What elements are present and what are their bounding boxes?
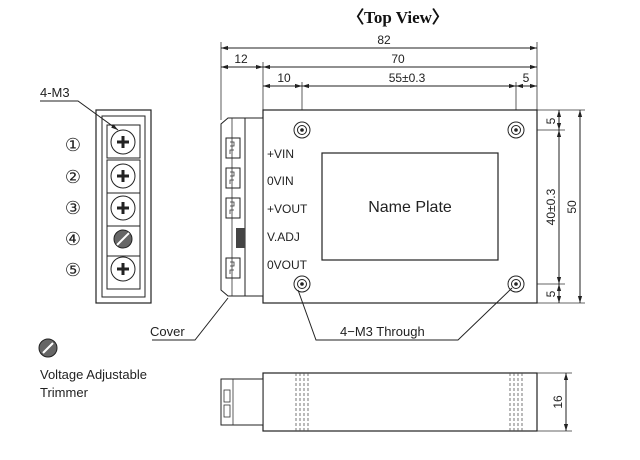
side-view: 16 (220, 372, 572, 432)
pin-label-vin-plus: +VIN (267, 147, 294, 161)
trimmer-legend: Voltage Adjustable Trimmer (38, 338, 147, 400)
dim-overall-height: 50 (565, 200, 579, 214)
pin-label-vin-zero: 0VIN (267, 174, 294, 188)
pin-label-vout-zero: 0VOUT (267, 258, 308, 272)
position-4: ④ (65, 229, 81, 249)
view-title: 〈Top View〉 (347, 7, 449, 27)
dim-hole-pitch: 55±0.3 (389, 71, 426, 85)
position-2: ② (65, 167, 81, 187)
position-1: ① (65, 135, 81, 155)
through-holes-label: 4−M3 Through (340, 324, 425, 339)
dim-hole-offset-right: 5 (523, 71, 530, 85)
mounting-hole (507, 275, 525, 293)
legend-line-2: Trimmer (40, 385, 89, 400)
through-holes-callout: 4−M3 Through (297, 287, 513, 341)
name-plate-label: Name Plate (368, 199, 452, 216)
screw-terminal (106, 124, 141, 159)
dim-hole-offset-bottom: 5 (544, 290, 558, 297)
terminal-screw-label: 4-M3 (40, 85, 70, 100)
dim-terminal-offset: 12 (234, 52, 248, 66)
dim-hole-pitch-vertical: 40±0.3 (544, 188, 558, 225)
dim-thickness: 16 (551, 395, 565, 409)
cover-callout: Cover (150, 297, 229, 341)
dim-overall-width: 82 (377, 33, 391, 47)
mounting-hole (293, 275, 311, 293)
horizontal-dimensions: 82 12 70 10 55±0.3 5 (220, 33, 538, 122)
dim-body-width: 70 (391, 52, 405, 66)
trimmer (106, 225, 141, 257)
position-5: ⑤ (65, 260, 81, 280)
module-body: Name Plate +VIN 0VIN +VOUT V.ADJ 0VOUT (262, 109, 538, 304)
terminal-connector (220, 117, 264, 297)
legend-line-1: Voltage Adjustable (40, 367, 147, 382)
cover-label: Cover (150, 324, 185, 339)
name-plate (321, 152, 499, 261)
dim-hole-offset-left: 10 (277, 71, 291, 85)
terminal-block-front: ① ② ③ ④ ⑤ 4-M3 (40, 85, 152, 304)
pin-label-vout-plus: +VOUT (267, 202, 308, 216)
position-3: ③ (65, 198, 81, 218)
mounting-hole (293, 121, 311, 139)
mounting-hole (507, 121, 525, 139)
pin-label-vadj: V.ADJ (267, 230, 300, 244)
dim-hole-offset-top: 5 (544, 117, 558, 124)
vertical-dimensions: 5 40±0.3 5 50 (520, 109, 585, 304)
screw-terminal (106, 255, 141, 290)
